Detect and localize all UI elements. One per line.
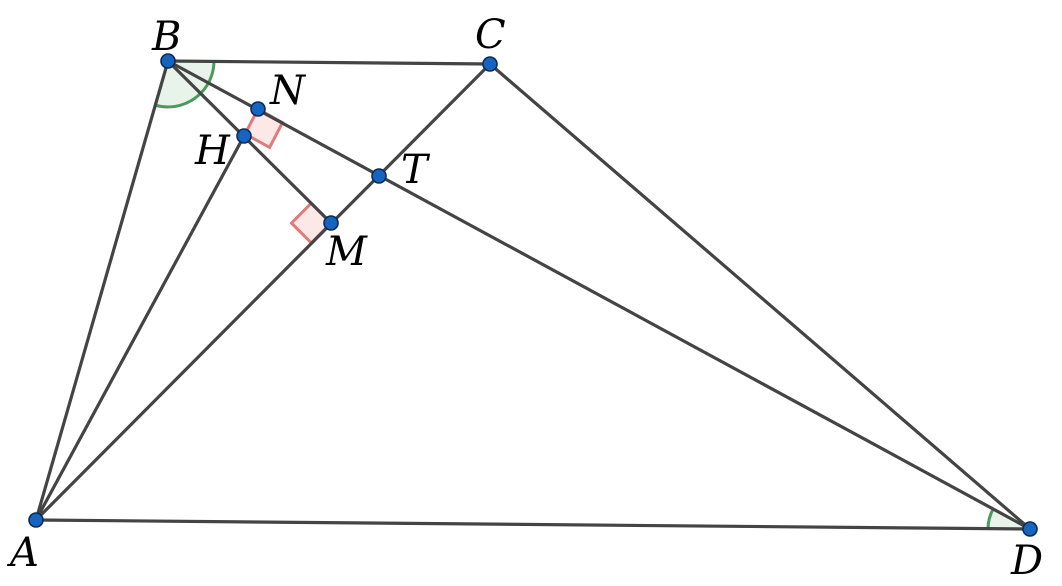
- point-M: [323, 215, 339, 231]
- segment-CD: [488, 62, 1032, 531]
- label-T: T: [401, 147, 431, 193]
- label-A: A: [6, 530, 39, 576]
- segment-BM: [166, 59, 333, 225]
- point-T: [371, 168, 387, 184]
- label-B: B: [151, 14, 181, 60]
- label-N: N: [269, 68, 307, 114]
- point-A: [28, 512, 44, 528]
- segment-AH: [34, 134, 246, 522]
- angle-arc-B: [154, 61, 216, 109]
- segments: [34, 59, 1032, 531]
- angle-sector-B: [155, 61, 214, 107]
- point-D: [1022, 521, 1038, 537]
- point-B: [160, 53, 176, 69]
- point-N: [250, 101, 266, 117]
- segment-AD: [34, 518, 1032, 531]
- segment-BD: [166, 59, 1032, 531]
- point-C: [482, 56, 498, 72]
- segment-AB: [34, 59, 170, 522]
- label-C: C: [475, 12, 506, 58]
- label-H: H: [194, 128, 231, 174]
- segment-AC: [34, 62, 492, 522]
- label-M: M: [325, 229, 368, 275]
- segment-BC: [166, 59, 492, 66]
- point-labels: B C N H T M A D: [6, 12, 1043, 584]
- point-H: [236, 128, 252, 144]
- label-D: D: [1010, 538, 1043, 584]
- points: [28, 53, 1038, 537]
